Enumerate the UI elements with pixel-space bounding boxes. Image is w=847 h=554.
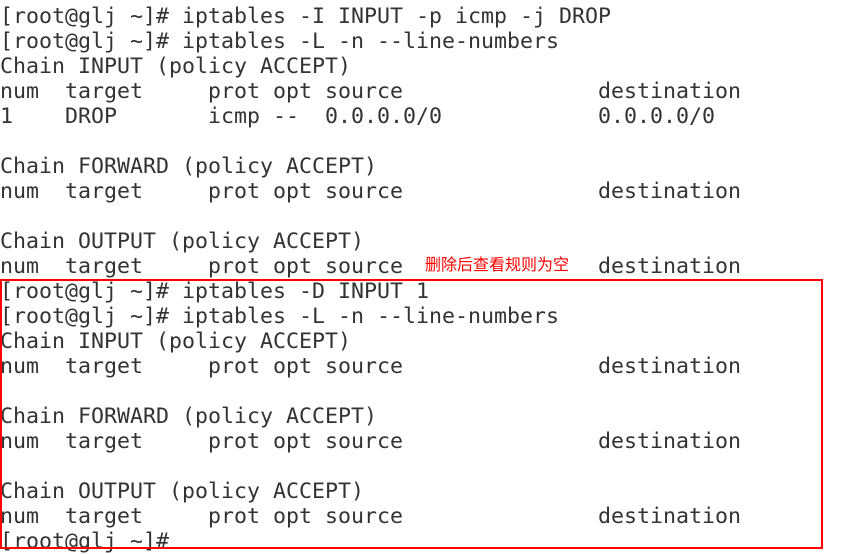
- chain-header: Chain FORWARD (policy ACCEPT): [0, 154, 378, 179]
- table-header: num target prot opt source destination: [0, 354, 742, 379]
- annotation-note: 删除后查看规则为空: [425, 255, 570, 274]
- table-header: num target prot opt source destination: [0, 254, 742, 279]
- chain-header: Chain OUTPUT (policy ACCEPT): [0, 479, 365, 504]
- table-header: num target prot opt source destination: [0, 429, 742, 454]
- chain-header: Chain OUTPUT (policy ACCEPT): [0, 229, 365, 254]
- chain-header: Chain INPUT (policy ACCEPT): [0, 329, 352, 354]
- terminal-output[interactable]: [root@glj ~]# iptables -I INPUT -p icmp …: [0, 4, 741, 554]
- highlight-box: [0, 279, 823, 549]
- blank-line: [0, 129, 741, 154]
- command-line: [root@glj ~]# iptables -L -n --line-numb…: [0, 29, 560, 54]
- blank-line: [0, 204, 741, 229]
- shell-prompt[interactable]: [root@glj ~]#: [0, 529, 183, 554]
- table-header: num target prot opt source destination: [0, 504, 742, 529]
- table-header: num target prot opt source destination: [0, 179, 742, 204]
- chain-header: Chain INPUT (policy ACCEPT): [0, 54, 352, 79]
- chain-header: Chain FORWARD (policy ACCEPT): [0, 404, 378, 429]
- table-row: 1 DROP icmp -- 0.0.0.0/0 0.0.0.0/0: [0, 104, 716, 129]
- command-line: [root@glj ~]# iptables -I INPUT -p icmp …: [0, 4, 612, 29]
- command-line: [root@glj ~]# iptables -D INPUT 1: [0, 279, 430, 304]
- command-line: [root@glj ~]# iptables -L -n --line-numb…: [0, 304, 560, 329]
- table-header: num target prot opt source destination: [0, 79, 742, 104]
